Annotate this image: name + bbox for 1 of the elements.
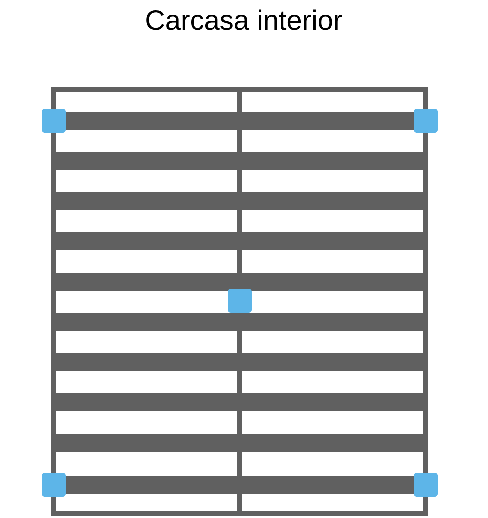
title: Carcasa interior bbox=[146, 10, 342, 30]
